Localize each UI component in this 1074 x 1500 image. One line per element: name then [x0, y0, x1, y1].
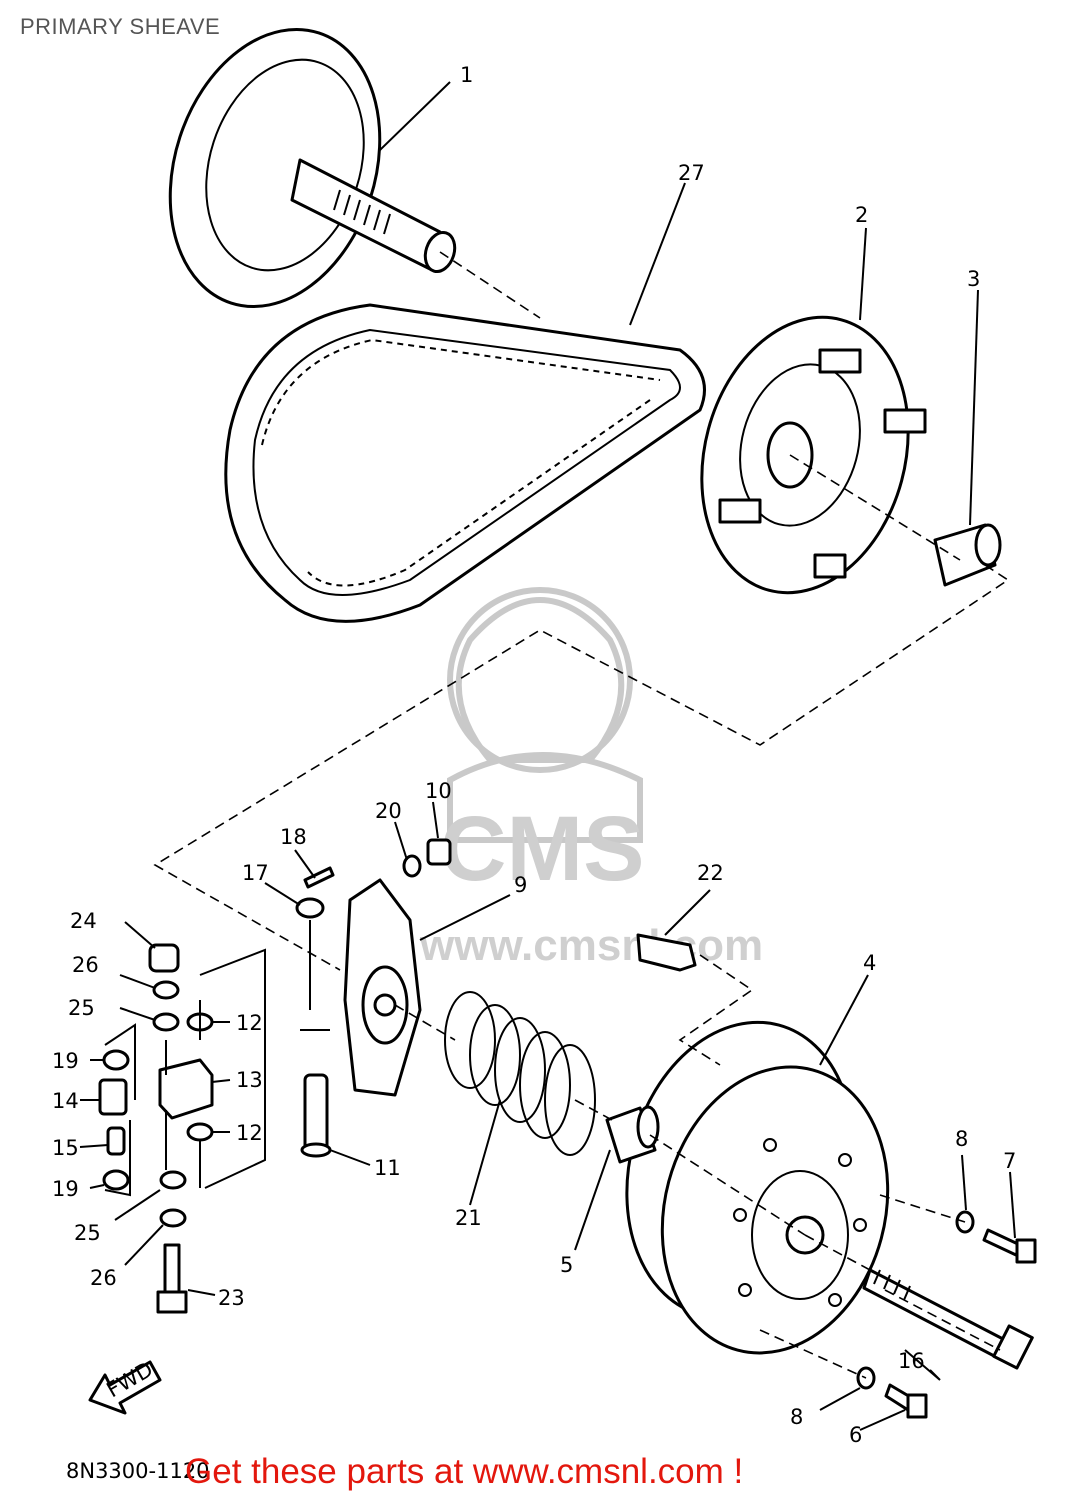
- part-pin-11: [300, 1073, 332, 1158]
- leader-lines: [79, 81, 1016, 1431]
- callout-3: 3: [967, 267, 980, 291]
- part-fixed-sheave: [168, 27, 457, 309]
- callout-10: 10: [425, 779, 452, 803]
- callout-8b: 8: [790, 1405, 803, 1429]
- callout-25a: 25: [68, 996, 95, 1020]
- part-25-bottom: [159, 1170, 187, 1190]
- callout-17: 17: [242, 861, 269, 885]
- part-26-bottom: [159, 1208, 187, 1228]
- callout-1: 1: [460, 63, 473, 87]
- part-weight-arm: [343, 878, 422, 1097]
- callout-21: 21: [455, 1206, 482, 1230]
- part-bushing-5: [605, 1105, 660, 1164]
- part-26-top: [152, 980, 180, 1000]
- part-15: [106, 1126, 126, 1156]
- part-bolt-16: [862, 1268, 1034, 1370]
- callout-20: 20: [375, 799, 402, 823]
- callout-8a: 8: [955, 1127, 968, 1151]
- callout-26a: 26: [72, 953, 99, 977]
- callout-27: 27: [678, 161, 705, 185]
- part-10: [426, 838, 452, 866]
- callout-19a: 19: [52, 1049, 79, 1073]
- callout-15: 15: [52, 1136, 79, 1160]
- watermark-brand: CMS: [440, 798, 644, 900]
- callout-7: 7: [1003, 1149, 1016, 1173]
- callout-22: 22: [697, 861, 724, 885]
- part-19-bottom: [102, 1169, 130, 1191]
- assembly-lines: [104, 251, 1010, 1379]
- callout-11: 11: [374, 1156, 401, 1180]
- callout-12a: 12: [236, 1011, 263, 1035]
- callout-4: 4: [863, 951, 876, 975]
- callout-13: 13: [236, 1068, 263, 1092]
- cms-watermark: CMS www.cmsnl.com: [419, 587, 763, 970]
- watermark-url: www.cmsnl.com: [419, 921, 763, 970]
- part-13: [158, 1058, 214, 1120]
- part-20: [402, 854, 422, 878]
- part-14: [98, 1078, 128, 1116]
- part-22: [636, 933, 697, 972]
- callout-6: 6: [849, 1423, 862, 1447]
- part-bolt-7: [955, 1210, 1037, 1264]
- callout-24: 24: [70, 909, 97, 933]
- callout-14: 14: [52, 1089, 79, 1113]
- part-18: [303, 866, 335, 889]
- callout-23: 23: [218, 1286, 245, 1310]
- callout-25b: 25: [74, 1221, 101, 1245]
- part-drive-belt: [224, 303, 706, 623]
- drawing-code: 8N3300-1120: [66, 1459, 210, 1483]
- callout-2: 2: [855, 203, 868, 227]
- part-primary-sheave: [625, 1020, 890, 1355]
- fwd-arrow: FWD: [88, 1357, 162, 1415]
- page-title: PRIMARY SHEAVE: [20, 14, 221, 39]
- part-19-top: [102, 1049, 130, 1071]
- part-spring: [444, 991, 596, 1156]
- callout-9: 9: [514, 873, 527, 897]
- part-25-top: [152, 1012, 180, 1032]
- part-sliding-sheave-cover: [700, 315, 927, 595]
- callout-5: 5: [560, 1253, 573, 1277]
- part-12-bottom: [186, 1122, 214, 1142]
- callout-labels: 1 2 3 4 5 6 7 8 8 9 10 11 12 12 13 14 15…: [52, 63, 1016, 1447]
- part-17: [295, 897, 325, 919]
- callout-26b: 26: [90, 1266, 117, 1290]
- callout-12b: 12: [236, 1121, 263, 1145]
- callout-16: 16: [898, 1349, 925, 1373]
- part-bolt-6: [856, 1366, 928, 1419]
- callout-18: 18: [280, 825, 307, 849]
- part-bolt-23: [156, 1243, 188, 1314]
- part-24: [148, 943, 180, 973]
- part-bushing-3: [933, 523, 1002, 587]
- callout-19b: 19: [52, 1177, 79, 1201]
- footer-cta[interactable]: Get these parts at www.cmsnl.com !: [185, 1452, 744, 1491]
